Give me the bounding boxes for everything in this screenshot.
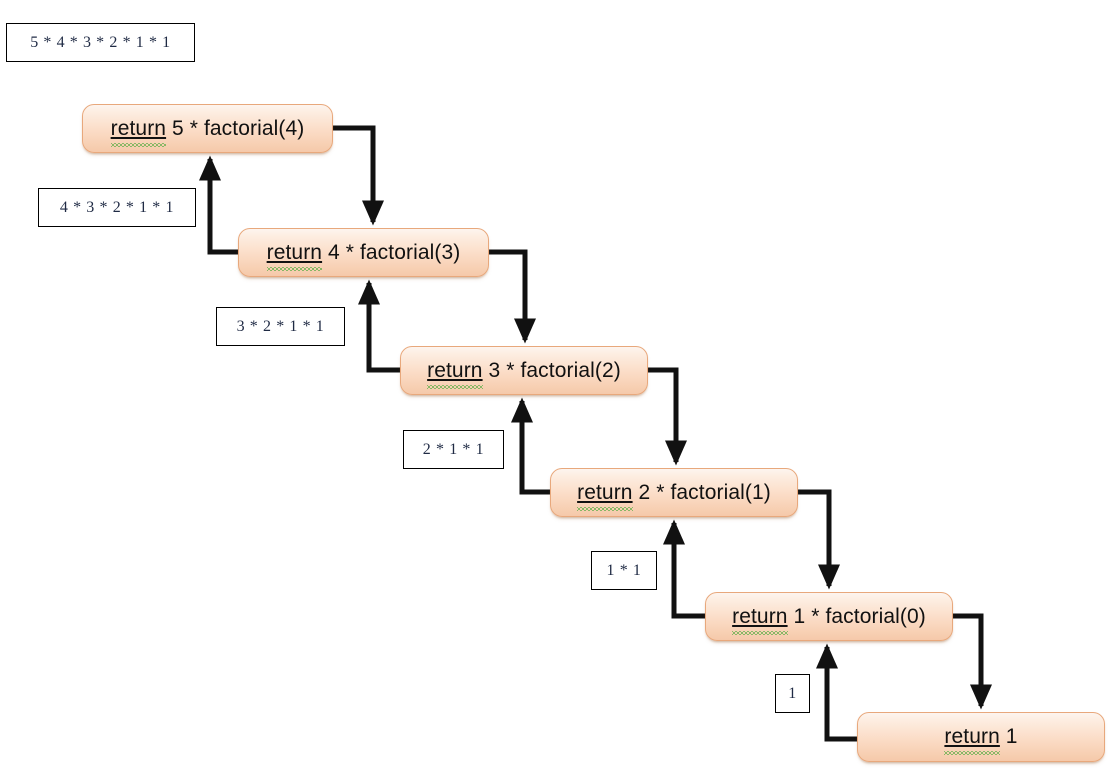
node-expression: 1 * factorial(0) bbox=[787, 604, 926, 628]
node-label: return 3 * factorial(2) bbox=[427, 359, 621, 383]
node-return-1[interactable]: return 1 * factorial(0) bbox=[705, 592, 953, 641]
node-expression: 5 * factorial(4) bbox=[166, 116, 305, 140]
node-expression: 1 bbox=[999, 725, 1018, 748]
down-arrow-n4-n3 bbox=[489, 249, 536, 344]
keyword-return: return bbox=[427, 358, 483, 382]
node-label: return 2 * factorial(1) bbox=[577, 481, 771, 505]
annotation-box-0: 1 bbox=[775, 674, 810, 713]
up-arrow-n1-n2 bbox=[663, 519, 705, 619]
annotation-box-1: 1 * 1 bbox=[591, 551, 657, 590]
annotation-box-3: 3 * 2 * 1 * 1 bbox=[216, 307, 345, 346]
node-return-3[interactable]: return 3 * factorial(2) bbox=[400, 346, 648, 395]
down-arrow-n5-n4 bbox=[333, 125, 384, 226]
keyword-return: return bbox=[732, 604, 788, 628]
up-arrow-n3-n4 bbox=[358, 279, 400, 373]
up-arrow-n4-n5 bbox=[199, 155, 238, 255]
keyword-return: return bbox=[577, 480, 633, 504]
keyword-return: return bbox=[944, 725, 1000, 748]
node-label: return 1 bbox=[944, 725, 1017, 749]
annotation-label: 1 bbox=[788, 684, 797, 702]
annotation-box-2: 2 * 1 * 1 bbox=[403, 430, 504, 469]
up-arrow-n0-n1 bbox=[816, 643, 857, 742]
annotation-label: 4 * 3 * 2 * 1 * 1 bbox=[59, 198, 175, 216]
node-expression: 4 * factorial(3) bbox=[322, 240, 461, 264]
annotation-label: 5 * 4 * 3 * 2 * 1 * 1 bbox=[30, 33, 171, 51]
annotation-label: 1 * 1 bbox=[606, 561, 642, 579]
keyword-return: return bbox=[110, 116, 167, 140]
node-label: return 4 * factorial(3) bbox=[267, 241, 461, 265]
node-label: return 5 * factorial(4) bbox=[111, 117, 305, 141]
node-return-4[interactable]: return 4 * factorial(3) bbox=[238, 228, 489, 277]
up-arrow-n2-n3 bbox=[511, 397, 550, 495]
annotation-box-5: 5 * 4 * 3 * 2 * 1 * 1 bbox=[6, 23, 195, 62]
node-return-5[interactable]: return 5 * factorial(4) bbox=[82, 104, 333, 153]
node-label: return 1 * factorial(0) bbox=[732, 605, 926, 629]
keyword-return: return bbox=[266, 240, 323, 264]
annotation-label: 2 * 1 * 1 bbox=[422, 440, 485, 458]
node-expression: 3 * factorial(2) bbox=[482, 358, 621, 382]
node-expression: 2 * factorial(1) bbox=[632, 480, 771, 504]
node-return-base[interactable]: return 1 bbox=[857, 712, 1105, 762]
down-arrow-n2-n1 bbox=[798, 489, 840, 590]
down-arrow-n3-n2 bbox=[648, 367, 687, 466]
annotation-label: 3 * 2 * 1 * 1 bbox=[236, 317, 325, 335]
annotation-box-4: 4 * 3 * 2 * 1 * 1 bbox=[38, 188, 196, 227]
down-arrow-n1-n0 bbox=[953, 613, 992, 710]
node-return-2[interactable]: return 2 * factorial(1) bbox=[550, 468, 798, 517]
